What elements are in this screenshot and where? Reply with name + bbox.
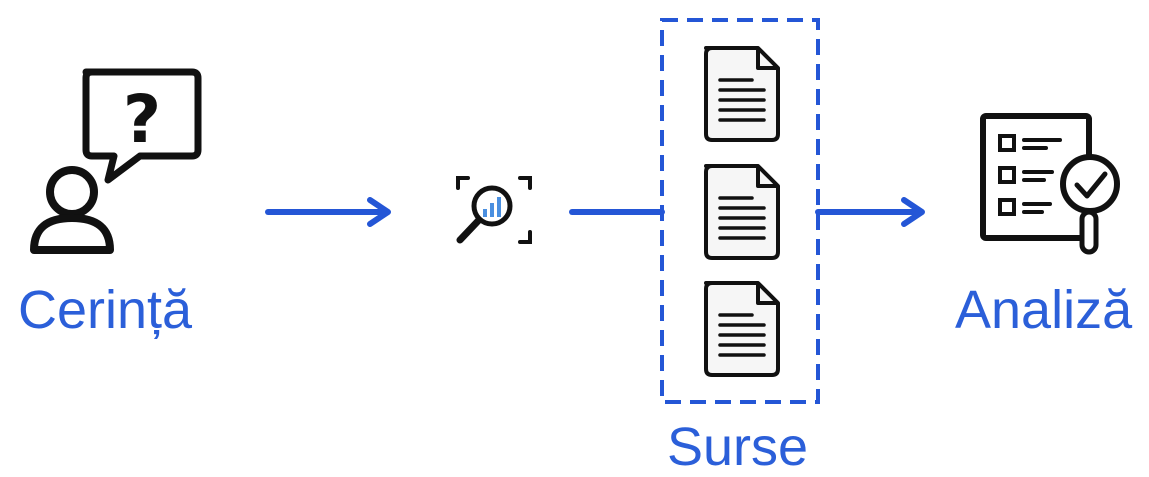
- svg-text:?: ?: [123, 81, 161, 158]
- sources-box: [660, 18, 820, 404]
- arrow-request-to-search: [265, 197, 391, 227]
- arrow-sources-to-analysis: [815, 197, 925, 227]
- analysis-label: Analiză: [955, 280, 1133, 340]
- document-icon: [704, 46, 780, 142]
- sources-label: Surse: [667, 417, 809, 477]
- search-analytics-icon: [456, 176, 532, 244]
- user-question-icon: ?: [30, 68, 202, 254]
- document-icon: [704, 281, 780, 377]
- checklist-magnifier-icon: [980, 113, 1120, 255]
- document-icon: [704, 164, 780, 260]
- request-label: Cerință: [18, 280, 193, 340]
- diagram-canvas: ?: [30, 18, 1120, 404]
